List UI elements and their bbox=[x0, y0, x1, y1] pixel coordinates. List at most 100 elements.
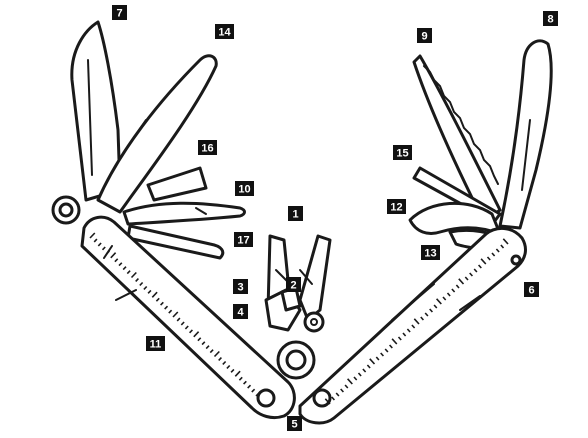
right-handle-ruler-tick bbox=[458, 278, 465, 285]
right-handle-ruler-tick bbox=[402, 332, 407, 337]
right-handle-ruler-tick bbox=[397, 336, 402, 341]
left-handle-ruler-tick bbox=[213, 350, 220, 358]
left-handle-ruler-tick bbox=[130, 271, 137, 279]
file-tool bbox=[96, 54, 218, 214]
left-handle-ruler-tick bbox=[189, 329, 193, 334]
right-handle-ruler-tick bbox=[486, 256, 491, 261]
left-handle-ruler-tick bbox=[222, 360, 227, 365]
svg-text:17: 17 bbox=[237, 235, 249, 247]
left-handle-ruler-tick bbox=[218, 357, 222, 361]
serrated-knife bbox=[498, 39, 553, 230]
left-handle-ruler-tick bbox=[247, 384, 252, 389]
left-handle-ruler-tick bbox=[205, 345, 210, 350]
left-handle-ruler-tick bbox=[101, 246, 106, 251]
right-handle-ruler-tick bbox=[442, 296, 447, 301]
right-handle-ruler-tick bbox=[375, 356, 380, 361]
left-handle-ruler-tick bbox=[135, 278, 139, 282]
small-blade bbox=[126, 224, 225, 260]
right-handle-ruler-tick bbox=[420, 316, 425, 321]
svg-text:13: 13 bbox=[424, 248, 436, 260]
right-handle-ruler-tick bbox=[362, 368, 367, 373]
right-handle-ruler-tick bbox=[495, 248, 500, 253]
left-handle-ruler-tick bbox=[122, 266, 127, 271]
svg-text:15: 15 bbox=[396, 148, 408, 160]
right-handle-ruler-tick bbox=[331, 396, 336, 401]
left-handle-ruler-tick bbox=[143, 285, 148, 290]
right-handle bbox=[298, 227, 527, 425]
right-handle-ruler-tick bbox=[340, 388, 344, 393]
right-handle-ruler-tick bbox=[357, 372, 362, 377]
small-driver-bit bbox=[146, 166, 208, 202]
right-handle-ruler-tick bbox=[469, 272, 473, 277]
svg-text:2: 2 bbox=[290, 280, 296, 292]
left-handle-ruler-tick bbox=[243, 380, 247, 385]
right-handle-ruler-tick bbox=[411, 324, 416, 329]
svg-text:3: 3 bbox=[237, 282, 243, 294]
left-handle-ruler-tick bbox=[114, 258, 119, 263]
left-handle-ruler-tick bbox=[180, 321, 185, 326]
left-handle-ruler-tick bbox=[193, 331, 200, 338]
callout-17: 17 bbox=[234, 232, 253, 247]
svg-text:8: 8 bbox=[547, 14, 553, 26]
callout-4: 4 bbox=[233, 304, 248, 319]
svg-text:9: 9 bbox=[421, 31, 427, 43]
callout-5: 5 bbox=[287, 416, 302, 431]
left-handle-ruler-tick bbox=[93, 238, 98, 243]
callout-16: 16 bbox=[198, 140, 217, 155]
right-handle-ruler-tick bbox=[491, 252, 496, 257]
right-handle-ruler-tick bbox=[433, 304, 438, 309]
left-handle-ruler-tick bbox=[226, 364, 231, 369]
callout-13: 13 bbox=[421, 245, 440, 260]
left-handle-ruler-tick bbox=[209, 349, 214, 354]
right-handle-ruler-tick bbox=[455, 284, 460, 289]
callout-3: 3 bbox=[233, 279, 248, 294]
right-handle-ruler-tick bbox=[473, 268, 478, 273]
right-handle-ruler-tick bbox=[480, 258, 487, 265]
right-handle-ruler-tick bbox=[324, 398, 331, 405]
left-handle-ruler-tick bbox=[151, 291, 158, 298]
left-handle-ruler-tick bbox=[164, 305, 169, 310]
right-handle-ruler-tick bbox=[464, 276, 469, 281]
left-handle-ruler-tick bbox=[230, 368, 235, 373]
callout-8: 8 bbox=[543, 11, 558, 26]
svg-text:7: 7 bbox=[116, 8, 122, 20]
right-handle-ruler-tick bbox=[384, 348, 389, 353]
knife-blade bbox=[70, 20, 122, 202]
svg-text:11: 11 bbox=[150, 339, 162, 351]
left-handle-ruler-tick bbox=[201, 341, 206, 346]
lanyard-ring bbox=[51, 195, 81, 225]
left-handle-ruler-tick bbox=[251, 388, 256, 393]
right-handle-ruler-tick bbox=[347, 378, 353, 385]
left-handle-ruler-tick bbox=[147, 289, 152, 294]
svg-text:6: 6 bbox=[528, 285, 534, 297]
svg-text:1: 1 bbox=[292, 209, 298, 221]
callout-1: 1 bbox=[288, 206, 303, 221]
callout-14: 14 bbox=[215, 24, 234, 39]
left-handle-ruler-tick bbox=[126, 270, 131, 275]
callout-10: 10 bbox=[235, 181, 254, 196]
left-handle-ruler-tick bbox=[197, 337, 202, 342]
wire-cutters bbox=[280, 286, 325, 333]
left-handle-ruler-tick bbox=[234, 370, 241, 377]
left-handle-ruler-tick bbox=[106, 250, 110, 255]
right-handle-ruler-tick bbox=[366, 364, 371, 369]
callout-11: 11 bbox=[146, 336, 165, 351]
right-handle-ruler-tick bbox=[446, 292, 451, 297]
scissors-blade bbox=[122, 201, 246, 226]
left-handle-ruler-tick bbox=[118, 262, 123, 267]
svg-text:5: 5 bbox=[291, 419, 297, 431]
svg-text:16: 16 bbox=[201, 143, 213, 155]
callout-15: 15 bbox=[393, 145, 412, 160]
callout-7: 7 bbox=[112, 5, 127, 20]
right-handle-ruler-tick bbox=[429, 308, 433, 313]
left-handle-ruler-tick bbox=[97, 242, 102, 247]
bottle-opener bbox=[408, 201, 502, 236]
left-handle-ruler-tick bbox=[110, 252, 117, 259]
callout-2: 2 bbox=[286, 277, 301, 292]
right-handle-ruler-tick bbox=[389, 344, 393, 349]
right-handle-ruler-tick bbox=[353, 376, 358, 381]
callout-12: 12 bbox=[387, 199, 406, 214]
right-handle-ruler-tick bbox=[478, 264, 482, 269]
left-handle-ruler-tick bbox=[184, 325, 189, 330]
right-handle-ruler-tick bbox=[391, 338, 398, 345]
